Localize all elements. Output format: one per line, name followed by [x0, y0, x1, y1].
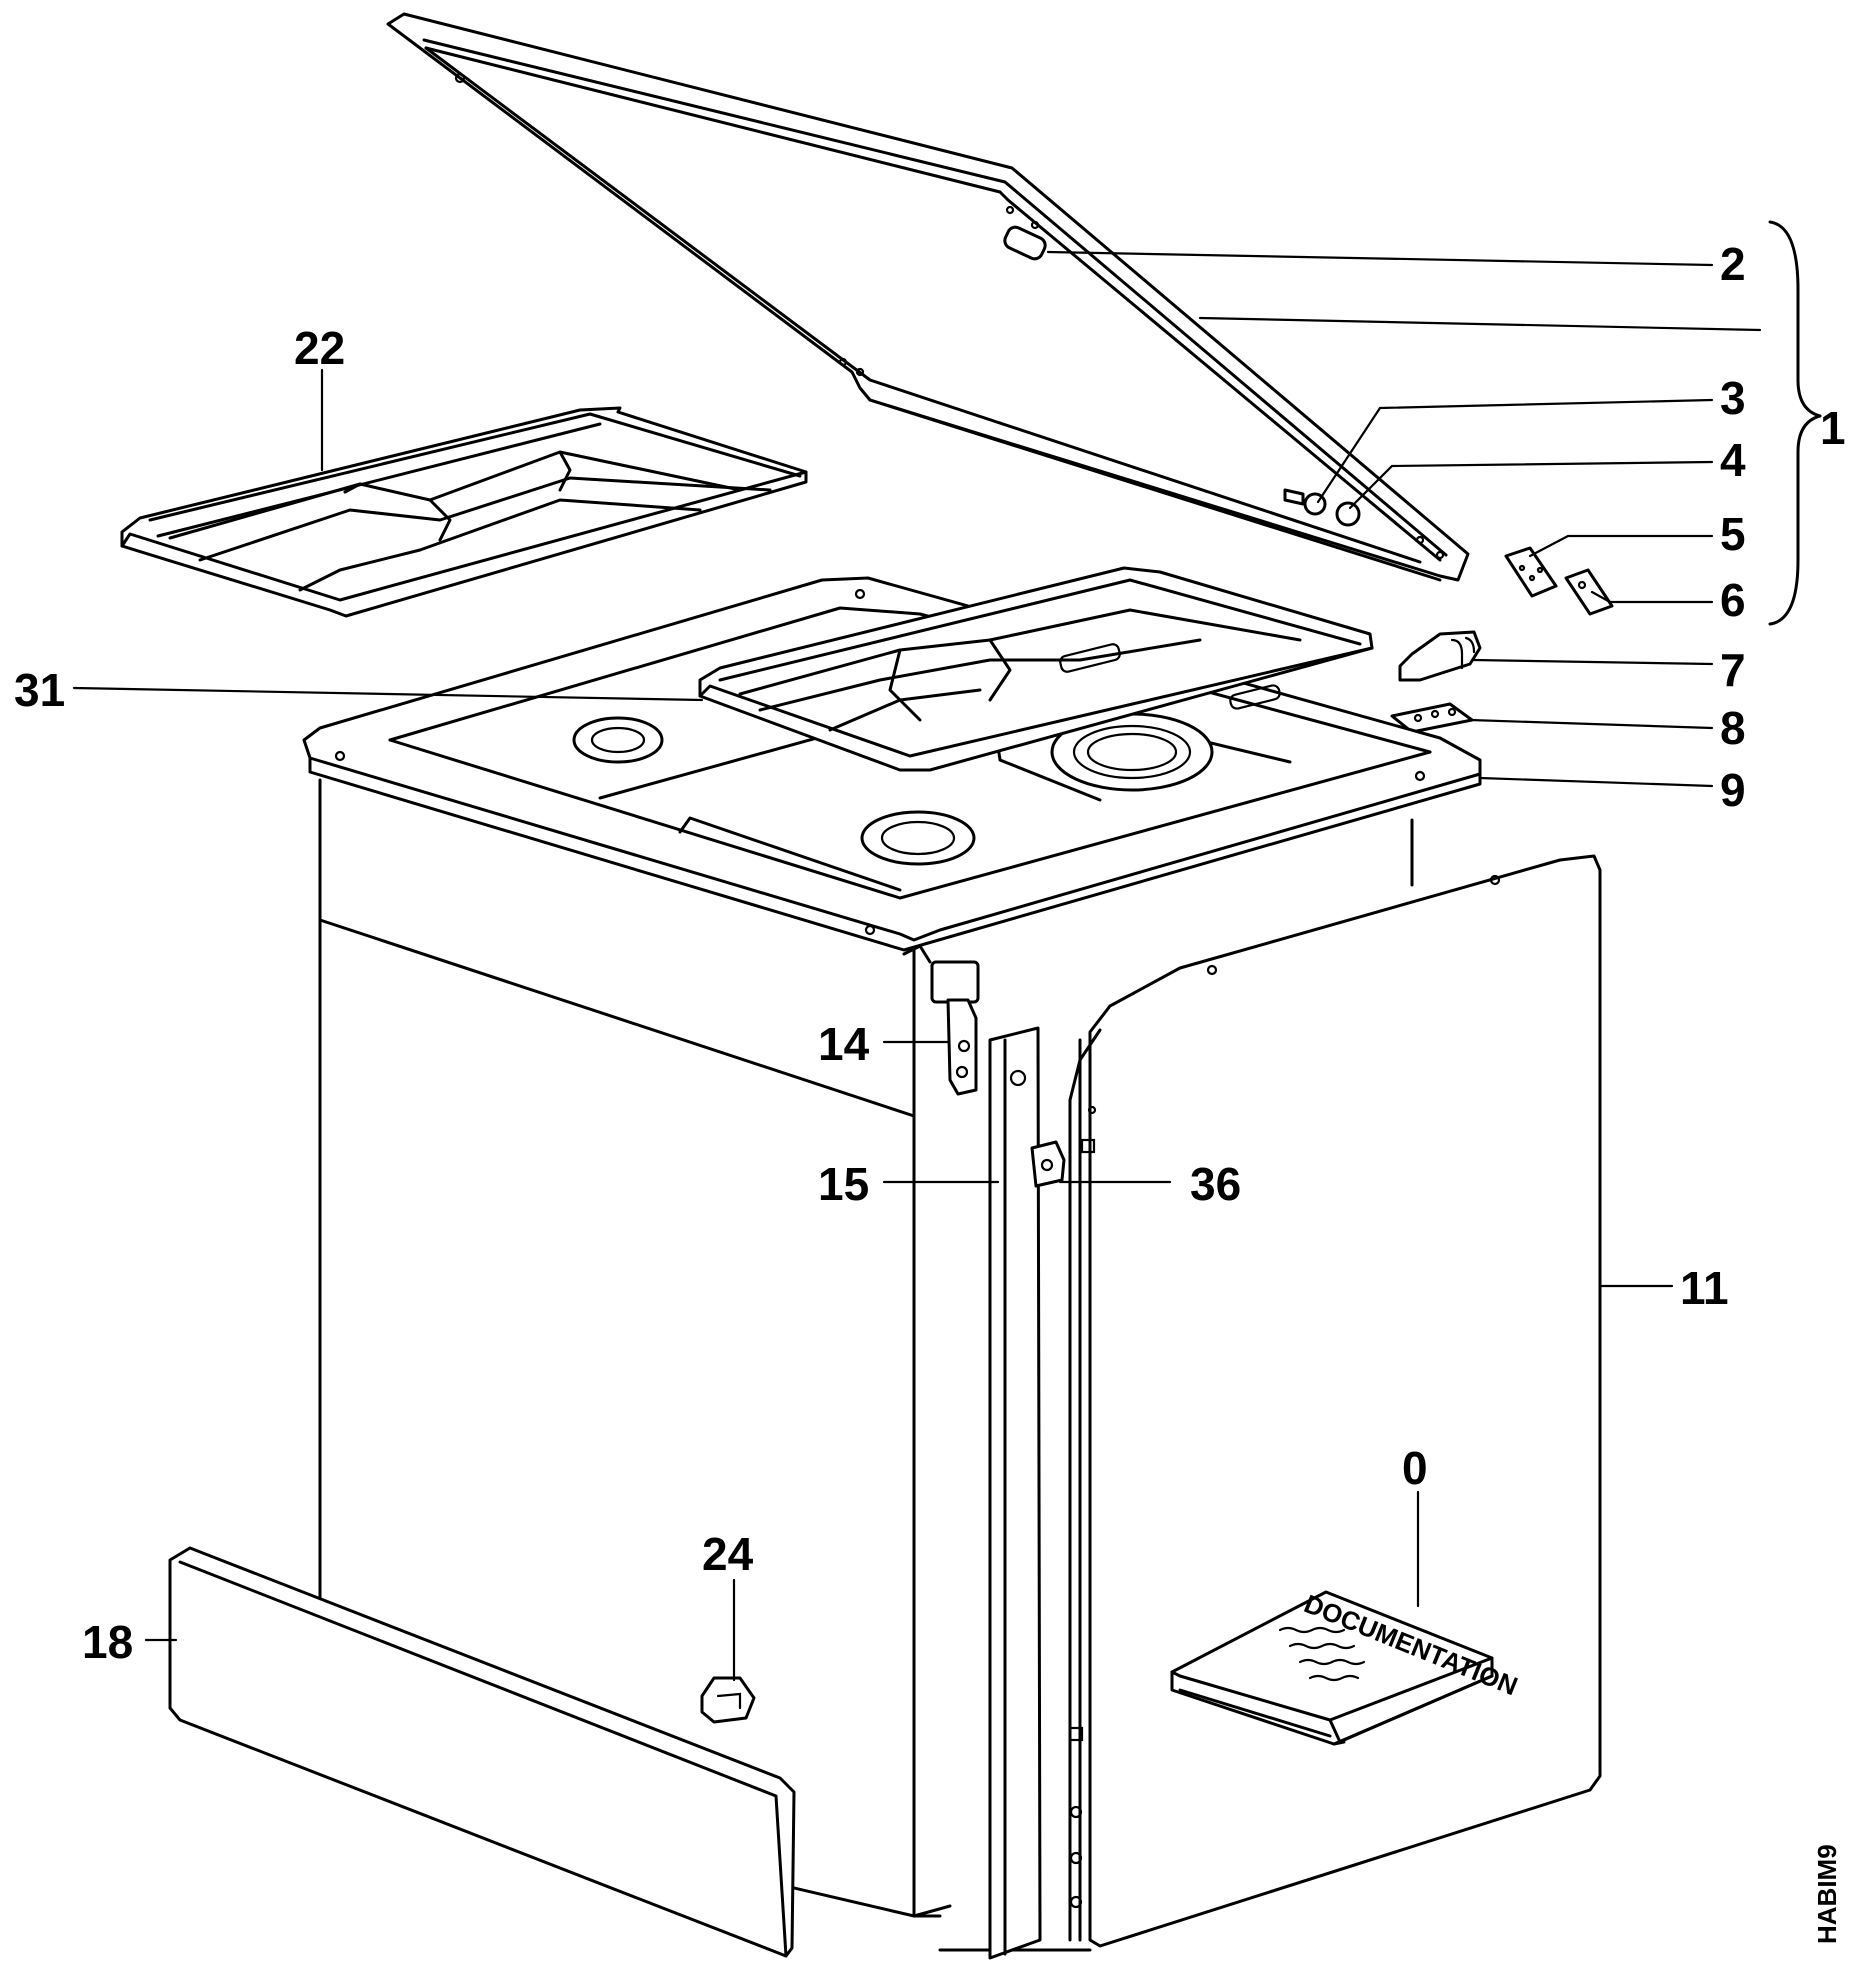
part-label-24: 24 — [702, 1528, 754, 1580]
part-label-0: 0 — [1402, 1442, 1428, 1494]
hinge-bracket — [1398, 630, 1482, 682]
part-labels: 2 3 4 5 6 1 7 8 9 22 31 14 15 36 11 0 24… — [14, 238, 1846, 1668]
part-label-31: 31 — [14, 664, 65, 716]
side-strip — [988, 1026, 1042, 1960]
part-label-9: 9 — [1720, 764, 1746, 816]
hinge-upper — [930, 960, 980, 1096]
part-label-7: 7 — [1720, 644, 1746, 696]
lid-assembly — [386, 12, 1470, 582]
part-label-4: 4 — [1720, 434, 1746, 486]
pan-support-left — [120, 406, 808, 618]
part-label-14: 14 — [818, 1018, 870, 1070]
part-label-5: 5 — [1720, 508, 1746, 560]
leader-lines — [72, 220, 1822, 1682]
hinge-clip — [1030, 1140, 1066, 1188]
part-label-1: 1 — [1820, 402, 1846, 454]
part-label-15: 15 — [818, 1158, 869, 1210]
part-label-2: 2 — [1720, 238, 1746, 290]
part-label-36: 36 — [1190, 1158, 1241, 1210]
part-label-22: 22 — [294, 322, 345, 374]
door-panel — [1068, 854, 1602, 1948]
part-label-11: 11 — [1680, 1262, 1729, 1314]
drawing-code: HABIM9 — [1812, 1844, 1842, 1944]
plinth — [168, 1546, 796, 1958]
foot-clip — [700, 1676, 756, 1724]
hinge-plates — [1504, 546, 1614, 616]
pan-support-right — [698, 566, 1374, 772]
part-label-3: 3 — [1720, 372, 1746, 424]
part-label-18: 18 — [82, 1616, 133, 1668]
part-label-6: 6 — [1720, 574, 1746, 626]
part-label-8: 8 — [1720, 702, 1746, 754]
